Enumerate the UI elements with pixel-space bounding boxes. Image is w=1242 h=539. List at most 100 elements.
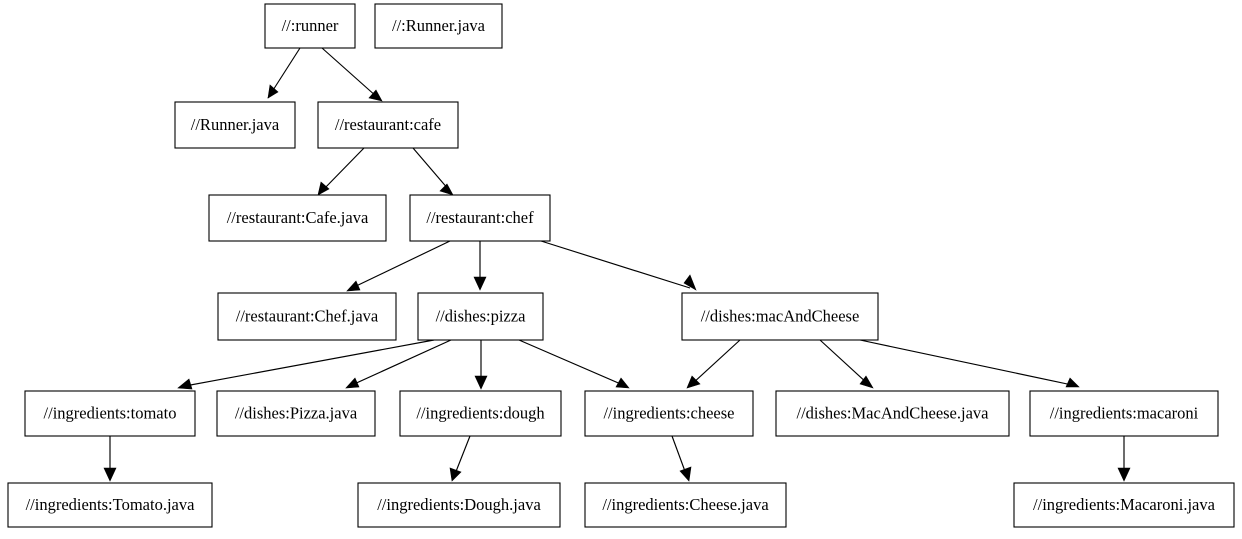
edge-dishes_macandcheese-to-ingredients_cheese [686,339,741,389]
arrowhead-icon [1065,377,1080,388]
arrowhead-icon [177,378,193,390]
edge-runner-to-runner_java [267,47,301,99]
node-box [264,3,356,49]
edge-ingredients_macaroni-to-ingredients_macaroni_java [1117,436,1131,482]
node-label: //ingredients:macaroni [1050,403,1199,422]
node-ingredients_cheese_java[interactable]: //ingredients:Cheese.java [584,482,787,528]
node-label: //dishes:pizza [436,306,526,325]
edge-line [671,435,687,475]
node-restaurant_chef[interactable]: //restaurant:chef [409,194,551,242]
edge-line [351,339,452,386]
edge-restaurant_chef-to-dishes_macandcheese [540,240,697,291]
node-label: //restaurant:Chef.java [236,306,379,325]
node-ingredients_tomato[interactable]: //ingredients:tomato [24,390,196,437]
node-box [357,482,561,528]
node-restaurant_chef_java[interactable]: //restaurant:Chef.java [217,292,397,341]
arrowhead-icon [449,467,462,482]
node-dishes_pizza[interactable]: //dishes:pizza [417,292,544,341]
edge-line [184,339,435,387]
node-label: //ingredients:Cheese.java [602,495,769,514]
edge-runner-to-restaurant_cafe [321,47,383,102]
edge-line [859,339,1073,386]
node-runner_java[interactable]: //Runner.java [174,101,296,149]
node-box [374,3,503,49]
node-box [1013,482,1235,528]
node-box [409,194,551,242]
edge-line [412,147,450,191]
node-restaurant_cafe_java[interactable]: //restaurant:Cafe.java [208,194,387,242]
edges-layer [103,47,1131,482]
node-dishes_macandcheese[interactable]: //dishes:macAndCheese [681,292,879,341]
node-box [317,101,459,149]
node-runner_java_root[interactable]: //:Runner.java [374,3,503,49]
node-box [174,101,296,149]
edge-dishes_macandcheese-to-dishes_macandcheese_java [819,339,874,389]
node-ingredients_dough[interactable]: //ingredients:dough [399,390,562,437]
edge-dishes_macandcheese-to-ingredients_macaroni [859,339,1080,388]
edge-dishes_pizza-to-dishes_pizza_java [345,339,452,389]
arrowhead-icon [346,280,361,292]
arrowhead-icon [679,466,692,482]
edge-restaurant_chef-to-dishes_pizza [473,241,487,291]
edge-line [454,435,471,475]
edge-restaurant_cafe-to-restaurant_chef [412,147,454,196]
node-ingredients_tomato_java[interactable]: //ingredients:Tomato.java [7,482,213,528]
node-ingredients_macaroni[interactable]: //ingredients:macaroni [1029,390,1219,437]
node-box [584,482,787,528]
edge-line [321,47,378,98]
arrowhead-icon [439,183,454,196]
node-label: //dishes:Pizza.java [235,403,358,422]
arrowhead-icon [103,467,117,482]
arrowhead-icon [1117,467,1131,482]
node-dishes_macandcheese_java[interactable]: //dishes:MacAndCheese.java [775,390,1010,437]
edge-restaurant_chef-to-restaurant_chef_java [346,240,451,292]
edge-line [518,339,624,386]
edge-line [540,240,691,289]
node-box [1029,390,1219,437]
edge-line [321,147,365,192]
node-label: //Runner.java [191,115,280,134]
edge-line [819,339,869,385]
edge-ingredients_cheese-to-ingredients_cheese_java [671,435,692,482]
node-ingredients_cheese[interactable]: //ingredients:cheese [584,390,754,437]
arrowhead-icon [345,377,360,389]
arrowhead-icon [368,89,383,102]
nodes-layer: //:runner //:Runner.java //Runner.java //re… [7,3,1235,528]
arrowhead-icon [859,375,874,389]
node-label: //ingredients:Dough.java [377,495,541,514]
arrowhead-icon [683,274,697,291]
node-box [681,292,879,341]
node-box [775,390,1010,437]
node-label: //:runner [282,16,339,35]
node-label: //restaurant:chef [426,208,534,227]
arrowhead-icon [473,276,487,291]
node-label: //ingredients:tomato [44,403,177,422]
node-runner[interactable]: //:runner [264,3,356,49]
node-dishes_pizza_java[interactable]: //dishes:Pizza.java [216,390,376,437]
node-box [417,292,544,341]
edge-line [351,240,451,289]
edge-dishes_pizza-to-ingredients_dough [474,340,488,390]
node-label: //dishes:macAndCheese [701,306,860,325]
arrowhead-icon [474,375,488,390]
node-label: //ingredients:Macaroni.java [1033,495,1216,514]
node-box [216,390,376,437]
edge-dishes_pizza-to-ingredients_cheese [518,339,630,389]
node-label: //:Runner.java [392,16,486,35]
edge-dishes_pizza-to-ingredients_tomato [177,339,435,390]
node-label: //dishes:MacAndCheese.java [797,403,990,422]
node-label: //restaurant:Cafe.java [227,208,369,227]
arrowhead-icon [267,84,279,99]
node-restaurant_cafe[interactable]: //restaurant:cafe [317,101,459,149]
node-box [208,194,387,242]
node-label: //ingredients:cheese [603,403,734,422]
node-label: //restaurant:cafe [335,115,441,134]
node-label: //ingredients:Tomato.java [26,495,196,514]
node-ingredients_macaroni_java[interactable]: //ingredients:Macaroni.java [1013,482,1235,528]
arrowhead-icon [317,181,330,196]
node-box [399,390,562,437]
arrowhead-icon [686,375,701,389]
node-ingredients_dough_java[interactable]: //ingredients:Dough.java [357,482,561,528]
node-box [7,482,213,528]
